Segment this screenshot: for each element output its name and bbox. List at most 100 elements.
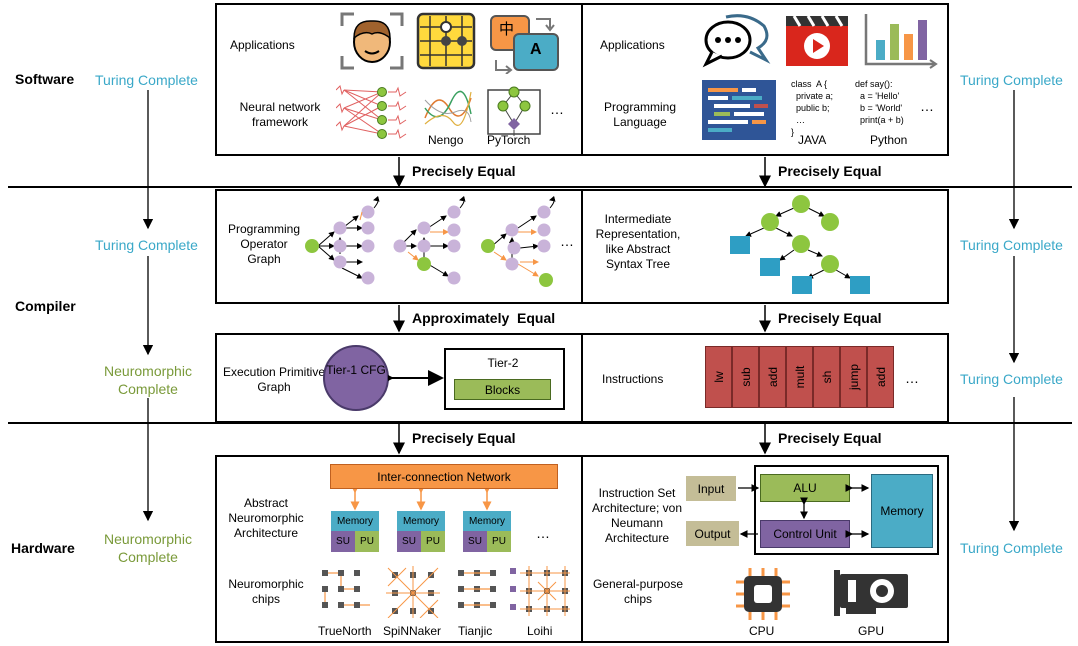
right-status-software: Turing Complete xyxy=(960,72,1063,88)
translation-icon xyxy=(490,15,559,74)
go-board-icon xyxy=(416,12,476,70)
spinnaker-chip-icon xyxy=(386,566,440,618)
chip-loihi: Loihi xyxy=(527,624,553,638)
instructions-more: … xyxy=(905,370,919,386)
sw-left-applications: Applications xyxy=(230,38,295,52)
control-unit-box: Control Unit xyxy=(760,520,850,548)
sw-left-more: … xyxy=(550,101,564,117)
python-code: def say(): a = 'Hello' b = 'World' print… xyxy=(855,78,904,126)
left-status-software: Turing Complete xyxy=(95,72,198,88)
eq-left-comp-hw: Precisely Equal xyxy=(412,430,516,446)
eq-right-comp-mid: Precisely Equal xyxy=(778,310,882,326)
tianjic-chip-icon xyxy=(458,570,496,608)
core3-pu: PU xyxy=(487,531,511,552)
gp-chips-label: General-purpose chips xyxy=(592,577,684,606)
face-recognition-icon xyxy=(340,12,404,70)
right-status-instr: Turing Complete xyxy=(960,371,1063,387)
tier1-label: Tier-1 CFG xyxy=(326,363,386,377)
tier2-label: Tier-2 xyxy=(487,356,519,370)
cpu-icon xyxy=(736,568,790,620)
ast-tree xyxy=(730,195,870,294)
compiler-divider xyxy=(581,189,583,304)
instr-5: jump xyxy=(840,346,867,408)
instructions-label: Instructions xyxy=(602,372,664,386)
java-code-line: } xyxy=(791,127,795,137)
core2-pu: PU xyxy=(421,531,445,552)
memory-box: Memory xyxy=(871,474,933,548)
java-code: class A { private a; public b; …} xyxy=(791,78,833,138)
separator-compiler-hardware xyxy=(8,422,1072,424)
core2-memory: Memory xyxy=(397,511,445,531)
tier-link xyxy=(388,370,444,386)
chip-truenorth: TrueNorth xyxy=(318,624,372,638)
java-code-line: … xyxy=(791,115,806,125)
instr-2: add xyxy=(759,346,786,408)
right-status-hardware: Turing Complete xyxy=(960,540,1063,556)
java-code-line: class A { xyxy=(791,79,828,89)
blocks-box: Blocks xyxy=(454,379,551,400)
nengo-icon xyxy=(424,90,472,126)
eq-left-sw-comp: Precisely Equal xyxy=(412,163,516,179)
sw-left-framework: Neural network framework xyxy=(239,100,321,129)
cores-more: … xyxy=(536,525,550,541)
output-box: Output xyxy=(686,521,739,546)
instr-6: add xyxy=(867,346,894,408)
cpu-frame xyxy=(754,465,939,555)
video-icon xyxy=(786,15,848,66)
von-neumann-links xyxy=(738,484,870,538)
python-code-line: a = 'Hello' xyxy=(855,91,900,101)
network-links xyxy=(350,489,492,511)
gpu-icon xyxy=(834,570,908,616)
layer-compiler: Compiler xyxy=(15,298,76,314)
alu-box: ALU xyxy=(760,474,850,502)
java-code-line: private a; xyxy=(791,91,834,101)
pytorch-label: PyTorch xyxy=(487,133,531,147)
neural-network-icon xyxy=(336,85,407,139)
core3-su: SU xyxy=(463,531,487,552)
tier2-box xyxy=(444,348,565,410)
execution-divider xyxy=(581,333,583,423)
core1-pu: PU xyxy=(355,531,379,552)
operator-graph-more: … xyxy=(560,233,574,249)
tier1-node xyxy=(323,345,389,411)
chip-tianjic: Tianjic xyxy=(458,624,493,638)
software-divider xyxy=(581,3,583,156)
left-status-compiler: Turing Complete xyxy=(95,237,198,253)
sw-right-more: … xyxy=(920,98,934,114)
eq-right-comp-hw: Precisely Equal xyxy=(778,430,882,446)
eq-right-sw-comp: Precisely Equal xyxy=(778,163,882,179)
neuro-chips-label: Neuromorphic chips xyxy=(228,577,304,606)
core1-memory: Memory xyxy=(331,511,379,531)
python-code-line: b = 'World' xyxy=(855,103,903,113)
isa-label: Instruction Set Architecture; von Neuman… xyxy=(591,486,683,545)
chat-icon xyxy=(702,14,771,68)
bar-chart-icon xyxy=(864,14,938,69)
gpu-label: GPU xyxy=(858,624,885,638)
nengo-label: Nengo xyxy=(428,133,464,147)
chip-spinnaker: SpiNNaker xyxy=(383,624,442,638)
core3-memory: Memory xyxy=(463,511,511,531)
ir-label: Intermediate Representation, like Abstra… xyxy=(595,212,681,271)
truenorth-chip-icon xyxy=(322,570,370,608)
instr-3: mult xyxy=(786,346,813,408)
instr-4: sh xyxy=(813,346,840,408)
left-status-hardware: Neuromorphic Complete xyxy=(104,531,192,565)
network-box: Inter-connection Network xyxy=(330,464,558,489)
cpu-label: CPU xyxy=(749,624,775,638)
sw-right-applications: Applications xyxy=(600,38,665,52)
operator-graph xyxy=(305,195,556,287)
python-label: Python xyxy=(870,133,908,147)
java-label: JAVA xyxy=(798,133,827,147)
layer-hardware: Hardware xyxy=(11,540,75,556)
python-code-line: def say(): xyxy=(855,79,893,89)
core2-su: SU xyxy=(397,531,421,552)
translation-a-text: A xyxy=(530,41,542,58)
core1-su: SU xyxy=(331,531,355,552)
execution-label: Execution Primitive Graph xyxy=(222,365,326,394)
translation-zh-text: 中 xyxy=(499,21,515,38)
right-status-compiler: Turing Complete xyxy=(960,237,1063,253)
separator-software-compiler xyxy=(8,186,1072,188)
code-editor-icon xyxy=(702,80,776,140)
pytorch-icon xyxy=(487,86,541,136)
